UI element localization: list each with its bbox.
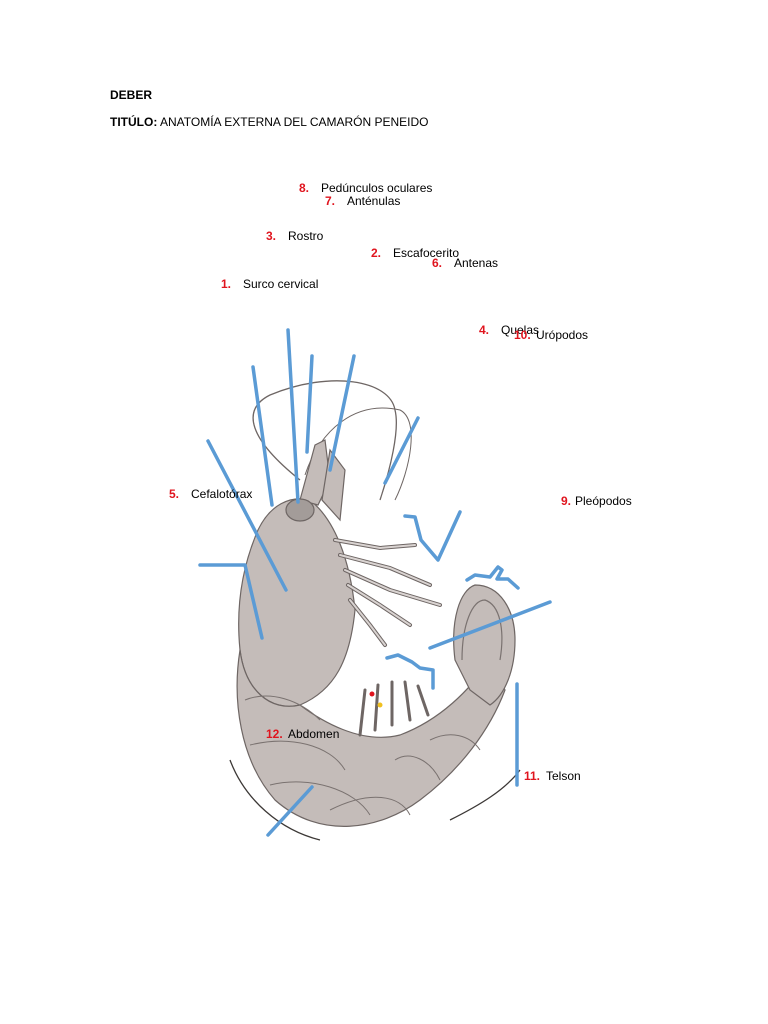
pointer-line (288, 330, 298, 502)
label-number: 9. (561, 494, 575, 508)
label-number: 6. (432, 256, 454, 270)
label-text: Cefalotórax (191, 487, 252, 501)
label-text: Pleópodos (575, 494, 632, 508)
label-text: Anténulas (347, 194, 400, 208)
label-number: 4. (479, 323, 501, 337)
label-number: 3. (266, 229, 288, 243)
label-text: Antenas (454, 256, 498, 270)
label-antenas: 6.Antenas (432, 256, 498, 270)
label-rostro: 3.Rostro (266, 229, 323, 243)
label-number: 10. (514, 328, 536, 342)
label-number: 2. (371, 246, 393, 260)
label-text: Urópodos (536, 328, 588, 342)
pointer-line (387, 655, 433, 688)
eye (286, 499, 314, 521)
pointer-line (330, 356, 354, 470)
label-text: Abdomen (288, 727, 339, 741)
shrimp-illustration (230, 381, 520, 840)
label-uropodos: 10.Urópodos (514, 328, 588, 342)
label-number: 7. (325, 194, 347, 208)
label-pleopodos: 9.Pleópodos (561, 494, 632, 508)
label-number: 12. (266, 727, 288, 741)
marker-dot (370, 692, 375, 697)
label-text: Rostro (288, 229, 323, 243)
label-cefalotorax: 5.Cefalotórax (169, 487, 252, 501)
pointer-line (253, 367, 272, 505)
label-number: 5. (169, 487, 191, 501)
label-pedunculos-oculares: 8.Pedúnculos oculares (299, 181, 432, 195)
pointer-line (385, 418, 418, 483)
label-text: Pedúnculos oculares (321, 181, 432, 195)
shadow-curve (450, 770, 520, 820)
label-number: 8. (299, 181, 321, 195)
label-antenulas: 7.Anténulas (325, 194, 400, 208)
label-surco-cervical: 1.Surco cervical (221, 277, 318, 291)
label-text: Telson (546, 769, 581, 783)
label-number: 11. (524, 769, 546, 783)
marker-dot (378, 703, 383, 708)
pointer-line (405, 512, 460, 560)
label-telson: 11.Telson (524, 769, 581, 783)
label-number: 1. (221, 277, 243, 291)
label-text: Surco cervical (243, 277, 318, 291)
label-abdomen: 12.Abdomen (266, 727, 339, 741)
pointer-line (307, 356, 312, 452)
